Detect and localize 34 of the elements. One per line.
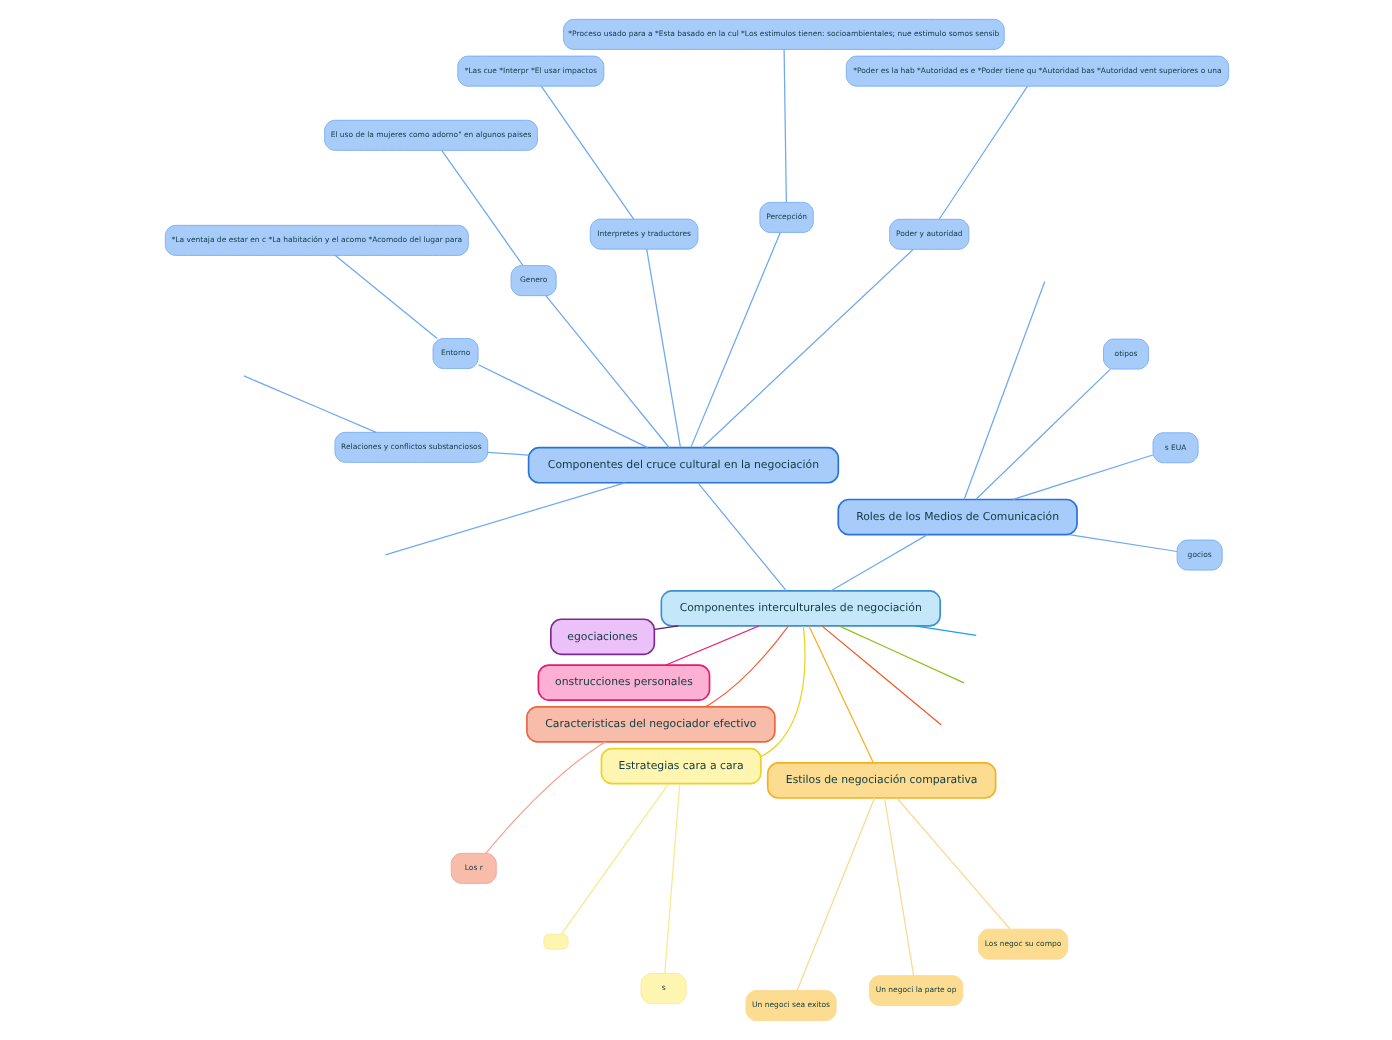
connector bbox=[663, 783, 680, 974]
connector bbox=[913, 625, 976, 636]
connector bbox=[696, 482, 786, 592]
connector bbox=[645, 248, 681, 449]
connector bbox=[962, 280, 1045, 500]
connector bbox=[383, 482, 625, 556]
connector bbox=[704, 625, 788, 708]
connector bbox=[700, 248, 913, 449]
connector bbox=[882, 797, 914, 977]
connector bbox=[539, 85, 634, 220]
connector bbox=[782, 48, 786, 203]
connector bbox=[333, 254, 437, 340]
connector bbox=[689, 231, 780, 448]
connector bbox=[974, 368, 1111, 500]
connector bbox=[652, 625, 678, 630]
connector bbox=[484, 741, 606, 854]
connector bbox=[759, 625, 805, 758]
connector bbox=[820, 625, 941, 726]
connector bbox=[440, 149, 523, 266]
connector bbox=[795, 797, 875, 992]
connector bbox=[1067, 533, 1177, 553]
connector bbox=[837, 625, 964, 684]
connector bbox=[937, 85, 1027, 220]
connector bbox=[829, 533, 928, 592]
connector bbox=[807, 625, 873, 764]
connector bbox=[895, 797, 1010, 930]
connector bbox=[544, 295, 669, 449]
connector bbox=[486, 451, 528, 456]
node-box bbox=[542, 933, 568, 950]
connector bbox=[242, 375, 376, 433]
connector bbox=[1011, 454, 1153, 501]
connector bbox=[476, 364, 648, 449]
connector bbox=[664, 625, 759, 666]
connector bbox=[559, 783, 669, 935]
